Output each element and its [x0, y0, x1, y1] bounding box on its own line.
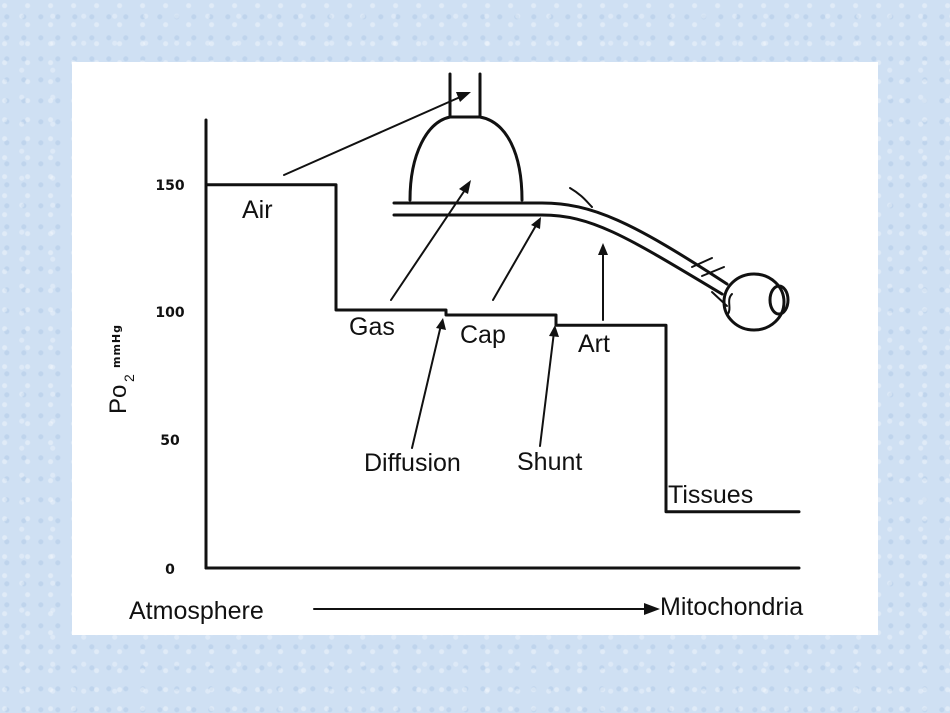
- capillary-vessel-illustration: [392, 187, 729, 307]
- x-axis-end-label: Mitochondria: [660, 593, 803, 621]
- y-axis-label-subscript: 2: [121, 374, 137, 382]
- arrow-gas-to-alveolus-head: [459, 180, 471, 194]
- stage-label-cap: Cap: [460, 321, 506, 349]
- stage-label-tissues: Tissues: [668, 481, 753, 509]
- stage-label-air: Air: [242, 196, 273, 224]
- alveolus-illustration: [408, 72, 524, 202]
- cell-inner-fold: [727, 293, 733, 315]
- figure-panel: 0 50 100 150 Po 2 mmHg Air Gas Cap Art T…: [72, 62, 878, 635]
- tick-label-150: 150: [155, 178, 184, 194]
- vessel-lower-wall: [392, 213, 724, 296]
- vessel-branch-top: [569, 187, 593, 208]
- annotation-diffusion: Diffusion: [364, 449, 461, 477]
- y-axis-title: Po 2 mmHg: [105, 324, 137, 414]
- alveolus-right-wall: [478, 72, 524, 202]
- cell-nucleus: [768, 284, 790, 316]
- y-axis-unit: mmHg: [110, 324, 123, 368]
- arrow-air-to-inlet-head: [456, 92, 471, 102]
- vessel-upper-wall: [392, 201, 729, 286]
- arrow-gas-to-alveolus: [390, 183, 470, 301]
- arrow-shunt-head: [549, 325, 559, 337]
- tick-label-50: 50: [160, 433, 180, 449]
- po2-cascade-chart: 0 50 100 150 Po 2 mmHg Air Gas Cap Art T…: [105, 72, 803, 625]
- vessel-branch-mid-2: [701, 266, 725, 277]
- alveolus-left-wall: [408, 72, 452, 202]
- x-axis-start-label: Atmosphere: [129, 597, 264, 625]
- arrow-cap-to-vessel: [492, 221, 539, 301]
- stage-label-art: Art: [578, 330, 610, 358]
- tick-label-0: 0: [165, 562, 175, 578]
- arrow-cap-to-vessel-head: [531, 217, 541, 229]
- po2-step-line: [204, 183, 801, 514]
- arrow-diffusion-head: [436, 318, 446, 330]
- annotation-shunt: Shunt: [517, 448, 582, 476]
- y-axis-label: Po: [105, 385, 132, 414]
- vessel-branch-mid: [691, 257, 713, 268]
- progression-arrowhead: [644, 603, 660, 615]
- tick-label-100: 100: [155, 305, 184, 321]
- pointer-arrows: [283, 92, 608, 449]
- arrow-air-to-inlet: [283, 93, 468, 176]
- arrow-art-to-vessel-head: [598, 243, 608, 255]
- stage-label-gas: Gas: [349, 313, 395, 341]
- cell-illustration: [722, 272, 790, 332]
- cell-membrane: [722, 272, 786, 332]
- arrow-shunt: [539, 331, 555, 447]
- arrow-diffusion: [411, 324, 442, 449]
